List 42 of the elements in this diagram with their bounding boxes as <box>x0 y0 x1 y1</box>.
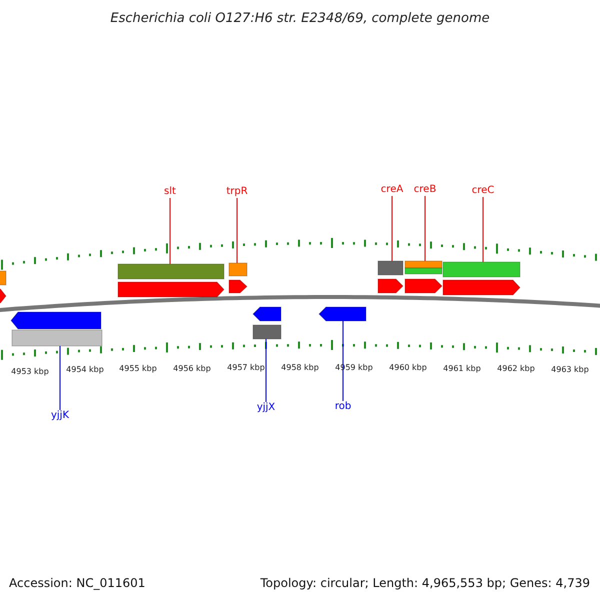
gene-feature <box>0 288 6 304</box>
gene-bar <box>118 264 224 280</box>
gene-bar <box>378 260 404 276</box>
gene-label: trpR <box>226 186 248 198</box>
title: Escherichia coli O127:H6 str. E2348/69, complete genome <box>109 10 491 28</box>
gene-feature <box>404 278 443 294</box>
position-label: 4956 kbp <box>173 362 211 375</box>
leader-line <box>482 196 484 262</box>
gene-label: slt <box>164 186 176 198</box>
gene-label: creC <box>472 185 494 197</box>
gene-bar <box>228 262 248 276</box>
gene-label: creA <box>380 184 404 196</box>
gene-feature <box>228 280 248 294</box>
position-label: 4958 kbp <box>281 362 319 374</box>
leader-line <box>424 196 426 262</box>
gene-bar <box>404 260 442 268</box>
position-label: 4963 kbp <box>551 364 589 376</box>
leader-line <box>236 198 238 264</box>
position-label: 4961 kbp <box>443 362 481 375</box>
gene-label: yjjK <box>50 410 70 422</box>
gene-bar <box>252 324 282 340</box>
gene-feature <box>318 306 366 322</box>
position-label: 4953 kbp <box>11 366 49 378</box>
accession-text: Accession: NC_011601 <box>9 575 146 592</box>
position-label: 4960 kbp <box>389 362 427 374</box>
gene-bar <box>0 270 6 286</box>
gene-label: yjjX <box>256 402 276 414</box>
genome-summary-text: Topology: circular; Length: 4,965,553 bp; Genes: 4,739 <box>260 575 590 592</box>
gene-bar <box>12 330 102 346</box>
gene-feature <box>10 312 102 330</box>
position-label: 4955 kbp <box>119 363 157 376</box>
gene-feature <box>252 306 282 322</box>
gene-label: creB <box>414 184 436 196</box>
gene-label: rob <box>334 401 352 413</box>
position-label: 4962 kbp <box>497 363 535 376</box>
gene-feature <box>378 278 404 294</box>
gene-bar <box>404 268 442 274</box>
gene-bar <box>442 262 520 278</box>
position-label: 4957 kbp <box>227 362 265 374</box>
leader-line <box>342 320 344 402</box>
gene-feature <box>118 282 225 298</box>
position-label: 4954 kbp <box>66 364 104 376</box>
